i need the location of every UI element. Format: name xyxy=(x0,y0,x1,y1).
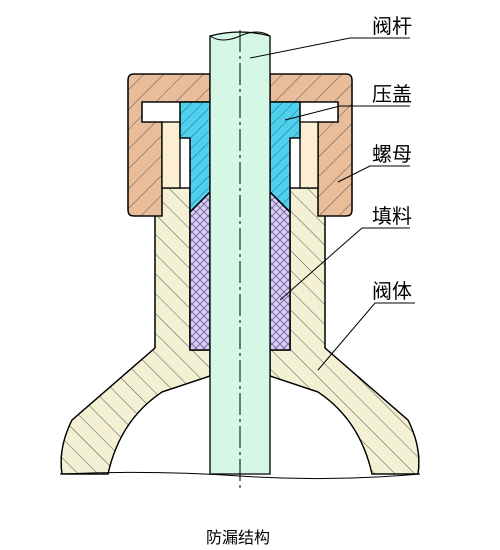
diagram-caption: 防漏结构 xyxy=(206,528,270,547)
leader-nut xyxy=(337,165,410,183)
valve-body xyxy=(60,187,420,475)
leader-stem xyxy=(249,37,410,59)
nut xyxy=(127,73,353,217)
leader-gland xyxy=(284,105,410,121)
valve-body-right-half-hatch xyxy=(269,187,420,475)
valve-stem xyxy=(209,30,271,490)
section-break-line xyxy=(59,471,421,480)
nut-left-half-hatch xyxy=(127,73,211,217)
packing-left-hatch xyxy=(189,190,211,351)
nut-right-half-hatch xyxy=(269,73,353,217)
leader-packing xyxy=(279,227,410,301)
label-nut: 螺母 xyxy=(372,142,412,166)
packing-right-hatch xyxy=(269,190,291,351)
nut-thread-left xyxy=(161,121,181,189)
gland xyxy=(179,101,301,214)
leader-body xyxy=(317,302,415,371)
leader-lines xyxy=(249,37,415,371)
label-gland: 压盖 xyxy=(372,82,412,106)
valve-body-left-half-hatch xyxy=(60,187,211,475)
label-packing: 填料 xyxy=(372,204,412,228)
label-body: 阀体 xyxy=(372,279,412,303)
label-stem: 阀杆 xyxy=(372,14,412,38)
nut-thread-right xyxy=(299,121,319,189)
